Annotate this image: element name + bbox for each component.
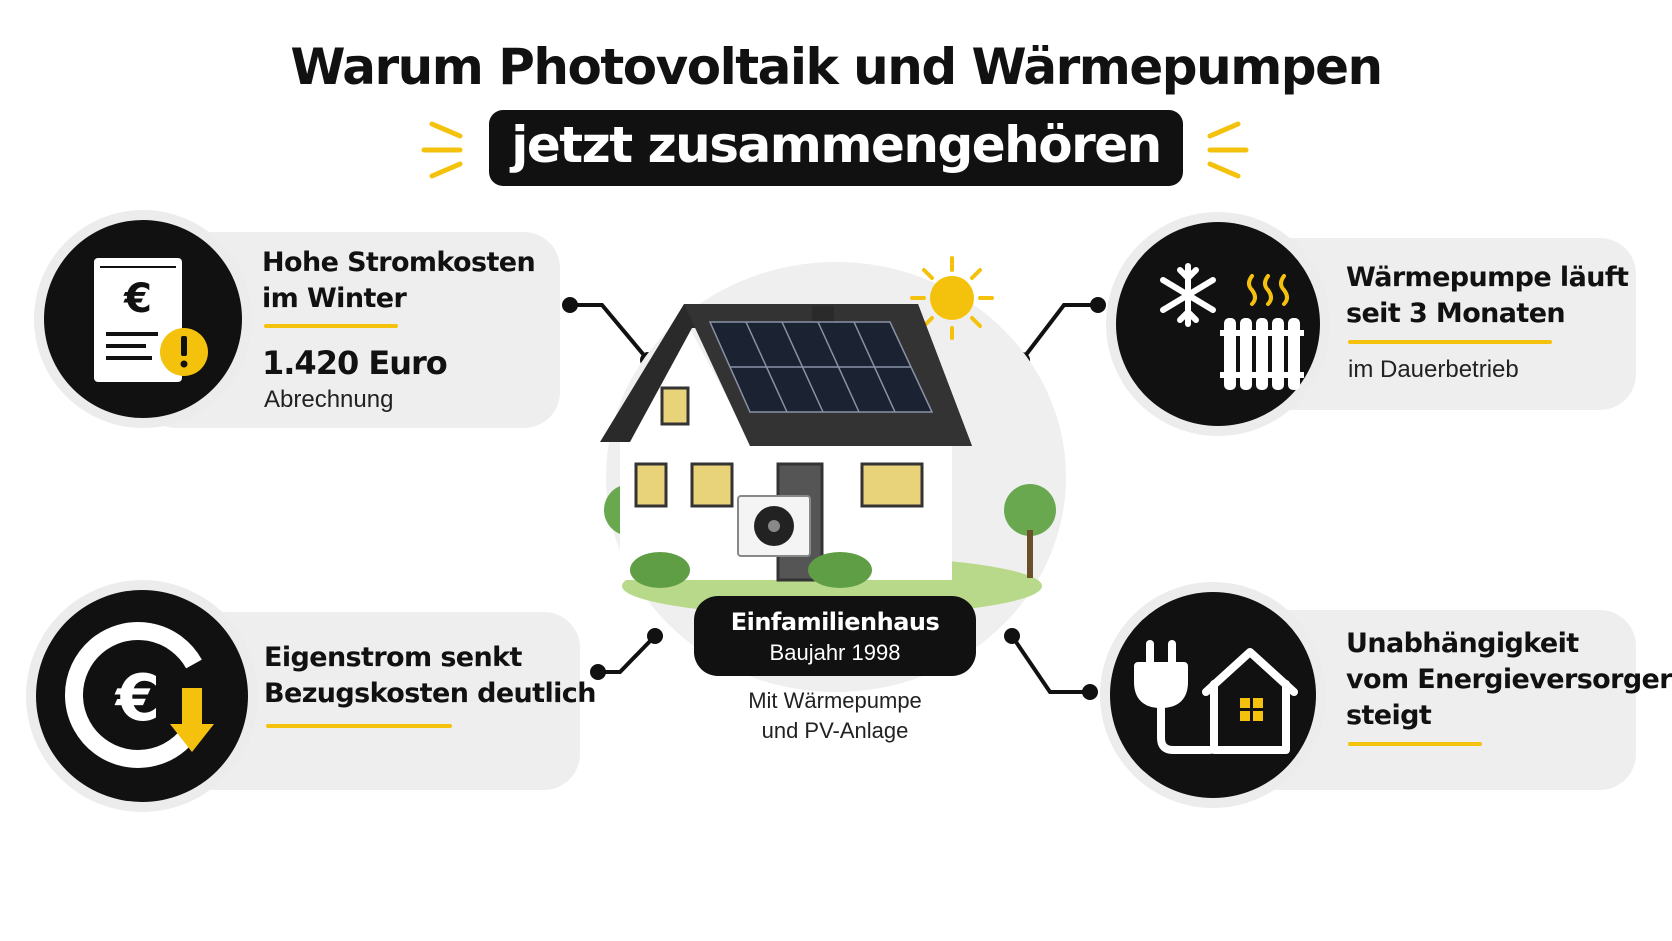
page-title: Warum Photovoltaik und Wärmepumpen — [290, 38, 1383, 96]
card-caption: im Dauerbetrieb — [1348, 356, 1519, 383]
card-heading-line2: im Winter — [262, 283, 407, 314]
card-heading-line2: Bezugskosten deutlich — [264, 678, 596, 709]
card-heading-line2: vom Energieversorger — [1346, 664, 1672, 695]
house-features-line1: Mit Wärmepumpe — [748, 688, 922, 713]
card-heading-line1: Unabhängigkeit — [1346, 628, 1579, 659]
accent-rule — [1348, 340, 1552, 344]
sparkle-left-icon — [421, 121, 463, 179]
card-heading-line1: Wärmepumpe läuft — [1346, 262, 1629, 293]
svg-text:€: € — [114, 662, 161, 736]
euro-down-arrow-icon: € — [36, 590, 248, 802]
euro-bill-warning-icon: € — [44, 220, 242, 418]
card-heading-line2: seit 3 Monaten — [1346, 298, 1566, 329]
plug-house-icon — [1110, 592, 1316, 798]
card-heading-line3: steigt — [1346, 700, 1432, 731]
svg-text:€: € — [123, 276, 152, 322]
accent-rule — [1348, 742, 1482, 746]
house-label-pill: Einfamilienhaus Baujahr 1998 — [694, 596, 976, 676]
accent-rule — [266, 724, 452, 728]
house-year: Baujahr 1998 — [769, 640, 901, 665]
page-subtitle-wrap: jetzt zusammengehören — [0, 110, 1672, 186]
card-value: 1.420 Euro — [262, 344, 448, 382]
card-heading-line1: Hohe Stromkosten — [262, 247, 536, 278]
card-caption: Abrechnung — [264, 386, 394, 413]
house-features-line2: und PV-Anlage — [761, 718, 909, 743]
card-heading-line1: Eigenstrom senkt — [264, 642, 522, 673]
snowflake-radiator-icon — [1116, 222, 1320, 426]
house-solar-icon — [600, 256, 1056, 610]
sparkle-right-icon — [1207, 121, 1249, 179]
house-name: Einfamilienhaus — [730, 608, 940, 636]
page-subtitle: jetzt zusammengehören — [489, 110, 1183, 186]
accent-rule — [264, 324, 398, 328]
